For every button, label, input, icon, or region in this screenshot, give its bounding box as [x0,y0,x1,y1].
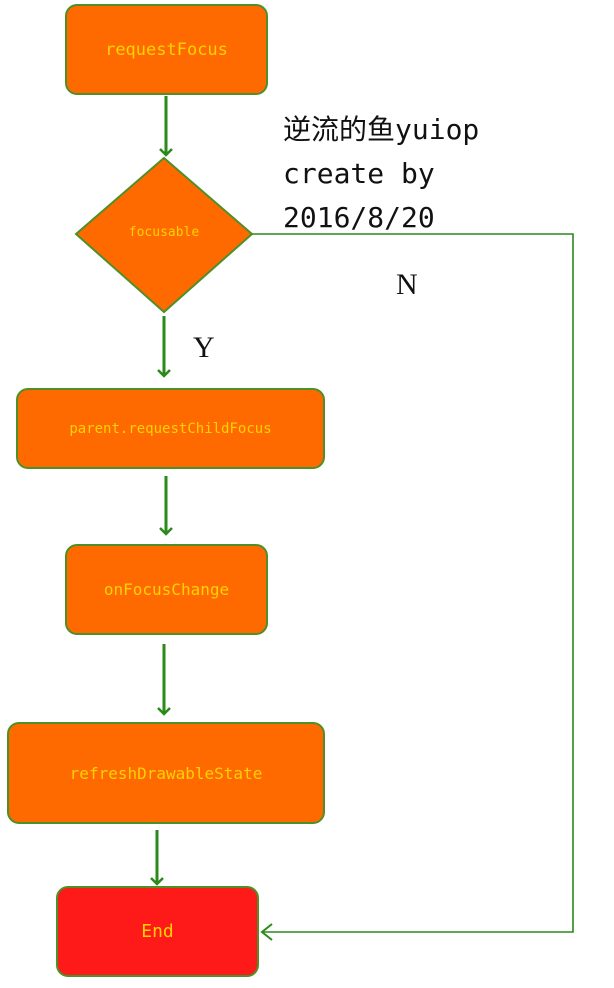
focusable-diamond [74,156,254,314]
arrow-focusable-no-head [260,923,273,941]
credit-author: 逆流的鱼yuiop [283,113,480,146]
node-refresh-drawable-state-label: refreshDrawableState [69,763,263,783]
credit-date: 2016/8/20 [283,201,435,234]
node-request-focus-label: requestFocus [105,39,228,60]
node-request-focus: requestFocus [65,4,268,95]
node-focusable-label: focusable [128,225,200,240]
arrow-focusable-no [252,233,574,933]
node-end: End [56,886,259,977]
node-parent-request-child-focus-label: parent.requestChildFocus [69,420,272,437]
author-credit: 逆流的鱼yuiop create by 2016/8/20 [283,108,479,240]
branch-label-yes: Y [193,331,215,364]
node-end-label: End [141,921,174,942]
node-on-focus-change-label: onFocusChange [103,580,230,599]
node-on-focus-change: onFocusChange [65,544,268,635]
node-refresh-drawable-state: refreshDrawableState [7,722,325,824]
credit-create-by: create by [283,157,435,190]
branch-label-no: N [396,268,418,301]
node-parent-request-child-focus: parent.requestChildFocus [16,388,325,469]
